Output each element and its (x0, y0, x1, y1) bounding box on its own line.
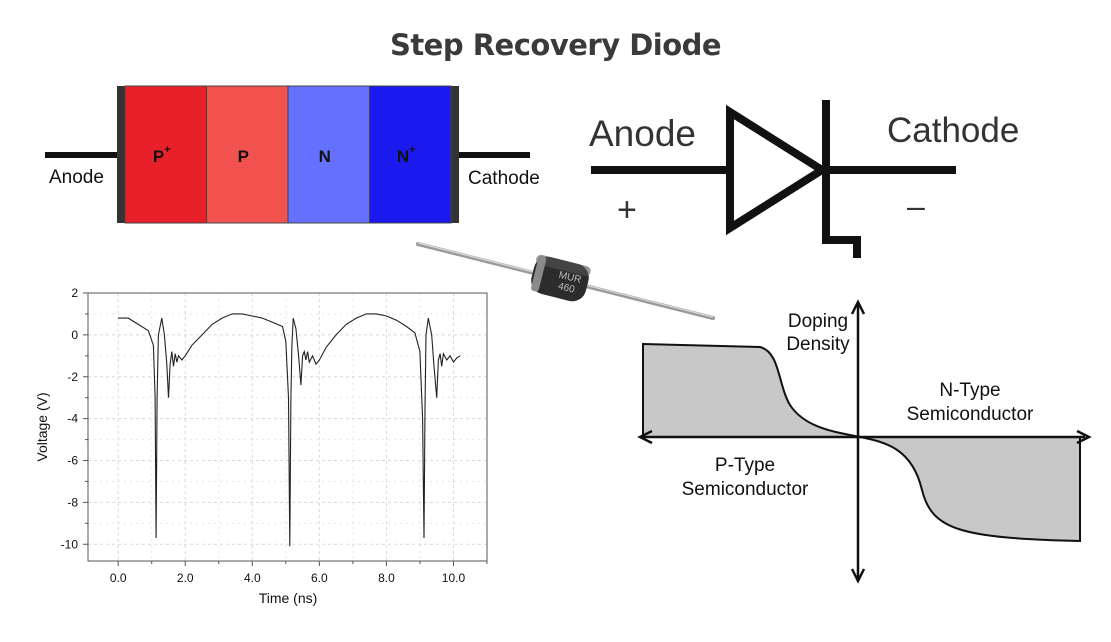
p-type-label-line1: P-Type (715, 455, 775, 476)
right-contact (451, 86, 459, 223)
region-1 (124, 85, 207, 224)
y-axis-arrow-up (850, 299, 866, 315)
left-contact (117, 86, 125, 223)
x-tick-label: 0.0 (110, 571, 127, 585)
x-tick-label: 6.0 (311, 571, 328, 585)
n-type-label-line2: Semiconductor (907, 404, 1034, 425)
svg-text:460: 460 (557, 281, 576, 296)
package-marking: MUR (558, 270, 583, 286)
y-tick-label: -6 (67, 454, 78, 468)
plot-frame (87, 292, 488, 562)
x-tick-label: 4.0 (244, 571, 261, 585)
y-tick-label: -8 (67, 495, 78, 509)
symbol-anode-label: Anode (589, 113, 696, 154)
n-type-label-line1: N-Type (939, 380, 1000, 401)
voltage-time-chart: 0.0 2.0 4.0 6.0 8.0 10.0 2 0 -2 -4 -6 -8 -10 Time (n… (34, 286, 488, 606)
p-region-fill (642, 342, 861, 438)
y-tick-label: -10 (61, 537, 79, 551)
region-label: N (319, 147, 331, 166)
symbol-bar-step (822, 100, 861, 258)
anode-label: Anode (49, 167, 104, 188)
region-label: P (238, 147, 249, 166)
doping-label-line1: Doping (788, 311, 848, 332)
x-tick-label: 2.0 (177, 571, 194, 585)
y-tick-label: 0 (71, 328, 78, 342)
p-type-label-line2: Semiconductor (682, 479, 809, 500)
doping-label-line2: Density (786, 334, 850, 355)
cathode-band (531, 255, 547, 292)
symbol-triangle (726, 104, 830, 236)
region-3 (287, 85, 370, 224)
cathode-label: Cathode (468, 168, 540, 189)
y-tick-label: 2 (71, 286, 78, 300)
symbol-cathode-label: Cathode (887, 111, 1019, 150)
x-tick-label: 10.0 (442, 571, 466, 585)
n-region-fill (859, 436, 1081, 543)
x-axis-arrow-right (1076, 429, 1092, 445)
minus-sign: – (907, 188, 925, 224)
series-line (118, 313, 461, 547)
diode-circuit-symbol: Anode Cathode + – (589, 100, 1019, 258)
page-title: Step Recovery Diode (389, 28, 722, 62)
region-4 (369, 85, 452, 224)
x-axis-arrow-left (637, 429, 653, 445)
region-2 (206, 85, 289, 224)
x-axis-label: Time (ns) (259, 590, 318, 606)
y-tick-label: -2 (67, 370, 78, 384)
y-axis-label: Voltage (V) (34, 392, 50, 461)
y-tick-label: -4 (67, 412, 78, 426)
x-tick-label: 8.0 (378, 571, 395, 585)
y-axis-arrow-down (850, 568, 866, 584)
plus-sign: + (617, 191, 637, 229)
